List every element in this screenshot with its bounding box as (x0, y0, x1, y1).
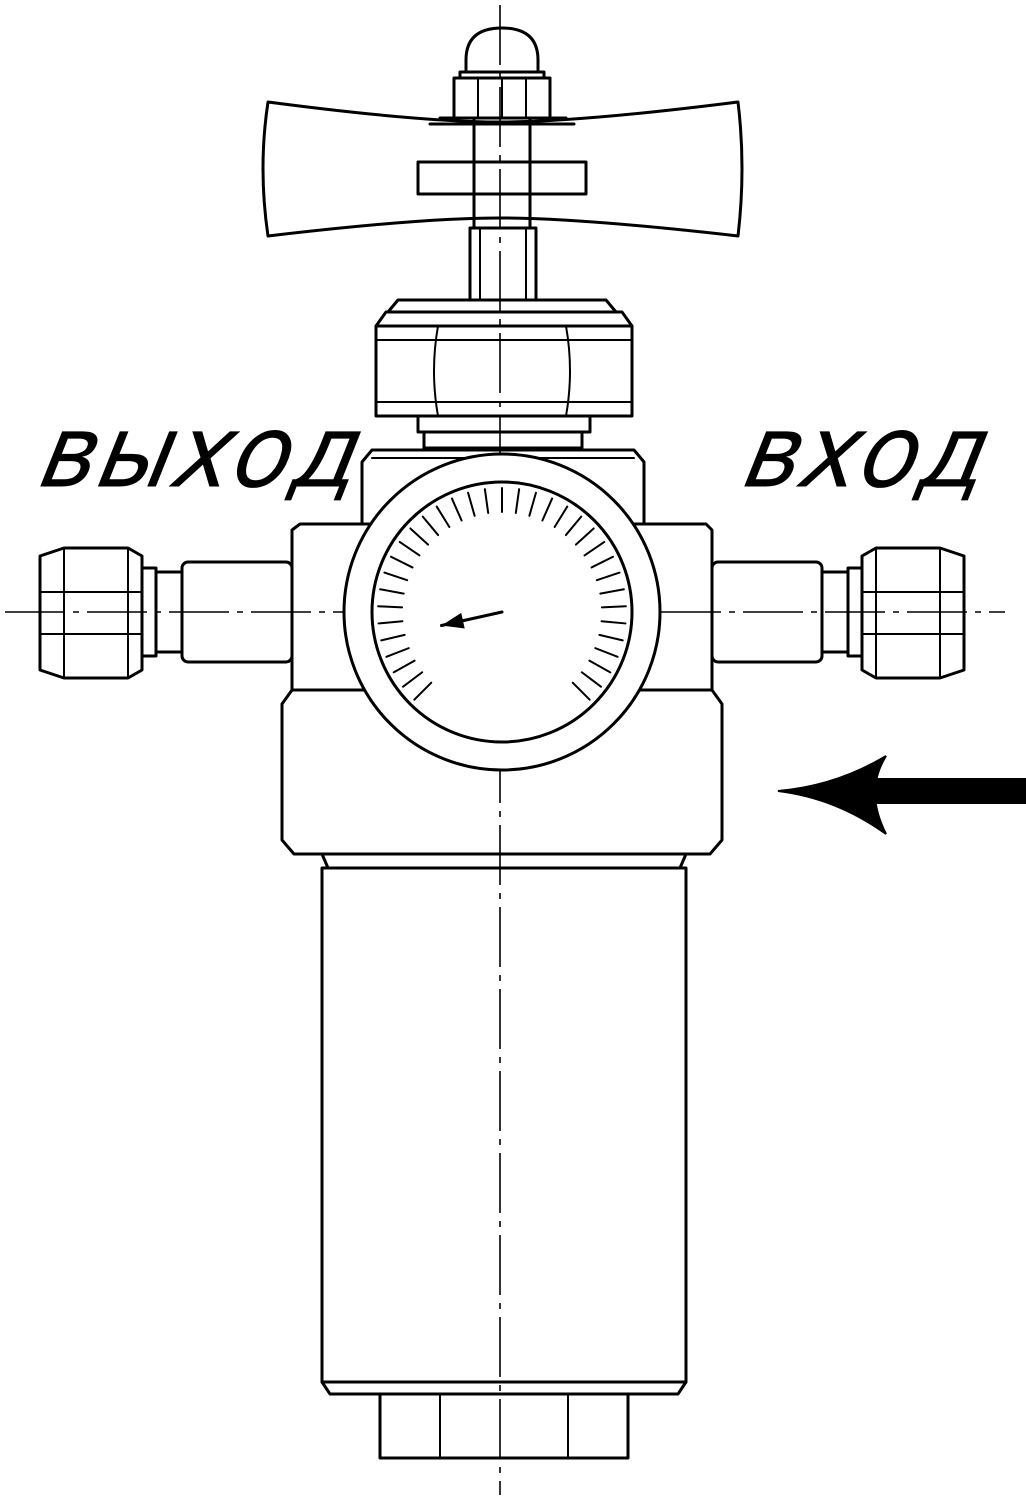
gauge-tick (600, 620, 627, 625)
gauge-tick (377, 605, 404, 609)
pressure-gauge (342, 452, 662, 772)
gauge-tick (580, 671, 602, 688)
gauge-tick (383, 571, 409, 582)
gauge-ticks (377, 487, 627, 701)
gauge-tick (583, 540, 606, 557)
gauge-tick (402, 671, 424, 688)
gauge-tick (588, 659, 612, 674)
gauge-tick (598, 633, 624, 642)
gauge-tick (467, 491, 476, 517)
inlet-fitting (710, 546, 966, 680)
outlet-label: выход (31, 393, 376, 511)
gauge-tick (377, 620, 404, 625)
gauge-tick (379, 588, 405, 595)
gauge-tick (385, 647, 410, 658)
gauge-tick (541, 497, 554, 522)
gauge-needle-head (441, 612, 465, 629)
gauge-tick (600, 605, 627, 609)
gauge-tick (389, 555, 414, 569)
stem (468, 116, 538, 302)
gauge-tick (594, 647, 619, 658)
filter-bowl (320, 852, 688, 1460)
gauge-tick (528, 491, 537, 517)
gauge-tick (514, 488, 521, 514)
inlet-label: вход (735, 393, 1003, 511)
gauge-tick (398, 540, 421, 557)
gauge-tick (483, 488, 490, 514)
gauge-tick (413, 681, 433, 701)
gauge-tick (553, 505, 569, 528)
gauge-tick (571, 681, 591, 701)
gauge-tick (599, 588, 625, 595)
gauge-tick (450, 497, 463, 522)
wing-handle (261, 100, 744, 238)
gauge-tick (590, 555, 615, 569)
gauge-tick (380, 633, 406, 642)
outlet-fitting (38, 546, 294, 680)
gauge-tick (392, 659, 416, 674)
gauge-tick (435, 505, 451, 528)
gauge-tick (595, 571, 621, 582)
top-cap-nut (452, 26, 552, 120)
gauge-tick (409, 527, 430, 546)
gauge-tick (574, 527, 595, 546)
bonnet-nut (374, 298, 634, 450)
gauge-tick (564, 515, 583, 537)
gauge-needle (439, 610, 504, 629)
gauge-tick (421, 515, 440, 537)
flow-direction-arrow (777, 755, 1026, 835)
